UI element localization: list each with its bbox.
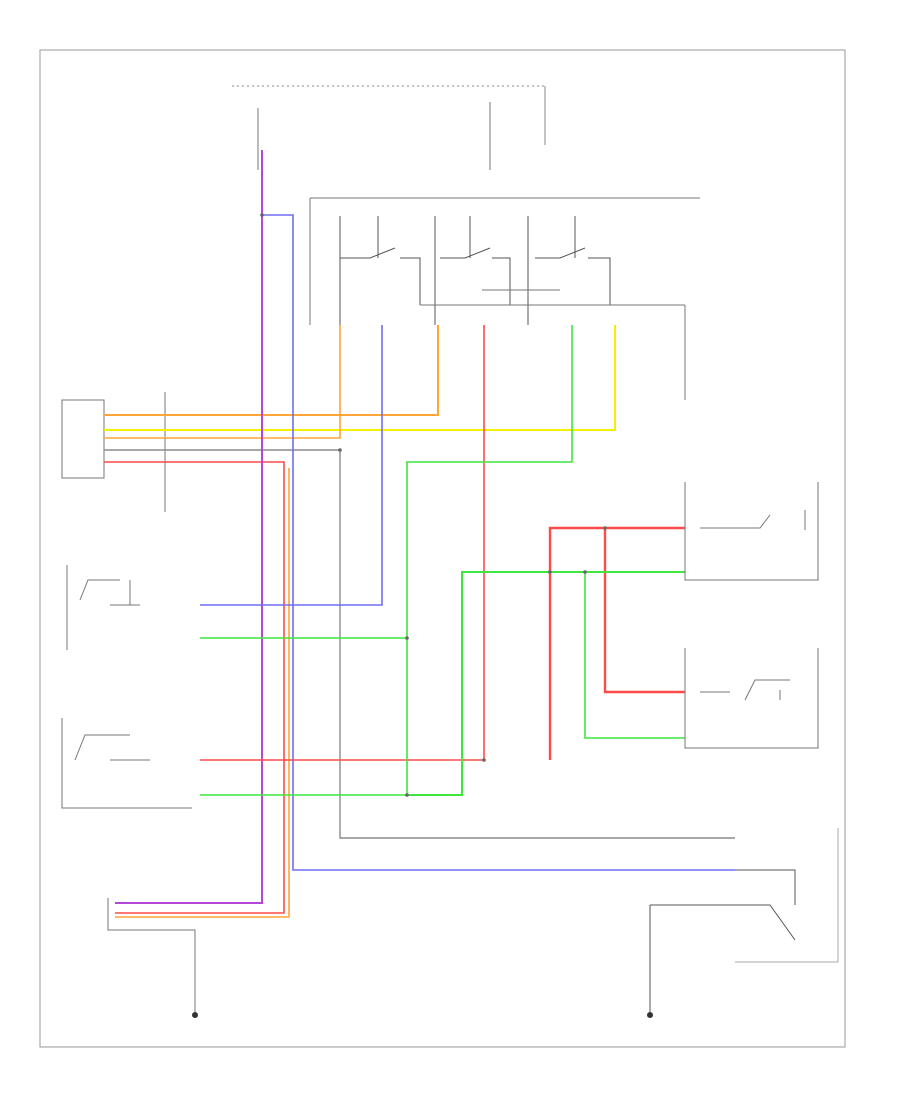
ground-right-dot bbox=[647, 1012, 653, 1018]
wire-bundle bbox=[104, 150, 735, 918]
splice-dots bbox=[260, 213, 607, 797]
wire-red-rr bbox=[603, 528, 685, 694]
rr-door-bracket bbox=[684, 648, 819, 749]
wire-red-lr bbox=[548, 526, 685, 760]
wire-blue-lf bbox=[200, 325, 383, 606]
relay-2 bbox=[434, 216, 511, 325]
relay-3 bbox=[527, 216, 611, 325]
wire-green-3 bbox=[407, 571, 685, 796]
wire-blue-main bbox=[262, 214, 735, 871]
wire-green-rr bbox=[584, 572, 685, 739]
wire-purple bbox=[115, 150, 263, 904]
lr-door-bracket bbox=[684, 482, 819, 581]
wire-red-cu bbox=[104, 461, 285, 914]
wire-red-main bbox=[200, 325, 485, 761]
rf-door-bracket bbox=[61, 718, 192, 809]
wire-gray bbox=[104, 449, 735, 839]
key-switch-bracket bbox=[107, 898, 196, 965]
door-lock-switch bbox=[649, 869, 796, 1012]
diagram-border bbox=[39, 49, 846, 1048]
ground-lower-dot bbox=[192, 1012, 198, 1018]
wire-green-1 bbox=[200, 325, 573, 796]
lf-door-bracket bbox=[66, 565, 140, 650]
control-unit-box bbox=[61, 399, 105, 479]
wire-yellow bbox=[104, 325, 616, 431]
wire-orange-right bbox=[104, 325, 341, 439]
wire-orange-top bbox=[104, 325, 439, 416]
wire-orange-down bbox=[115, 468, 290, 918]
relay-1 bbox=[339, 216, 421, 325]
